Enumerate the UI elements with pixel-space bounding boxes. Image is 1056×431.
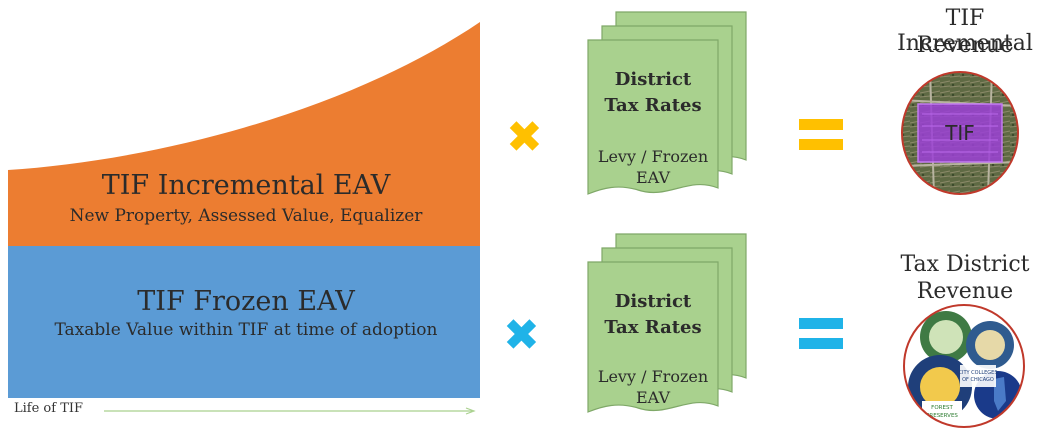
eav-area-diagram xyxy=(8,22,480,415)
doc-title-line2: Tax Rates xyxy=(604,317,702,338)
tax-rate-doc-stack-bottom xyxy=(587,233,747,413)
frozen-eav-subtitle: Taxable Value within TIF at time of adop… xyxy=(54,320,438,340)
multiply-icon: ✖ xyxy=(506,112,543,163)
life-of-tif-label: Life of TIF xyxy=(14,401,84,416)
timeline-arrowhead xyxy=(465,407,476,415)
doc-title-line1: District xyxy=(614,69,692,90)
doc-body-line2: EAV xyxy=(636,168,670,187)
doc-title-line2: Tax Rates xyxy=(604,95,702,116)
equals-icon xyxy=(799,119,843,150)
frozen-eav-title: TIF Frozen EAV xyxy=(137,286,355,317)
multiply-icon: ✖ xyxy=(503,310,540,361)
tif-revenue-label-line2: Revenue xyxy=(916,33,1014,58)
doc-title-line1: District xyxy=(614,291,692,312)
doc-body-line1: Levy / Frozen xyxy=(597,367,709,386)
tif-map-label: TIF xyxy=(944,121,975,145)
doc-body-line1: Levy / Frozen xyxy=(597,147,709,166)
district-revenue-label-line1: Tax District xyxy=(900,252,1030,277)
seal-text: PRESERVES xyxy=(926,413,958,419)
incremental-eav-title: TIF Incremental EAV xyxy=(101,170,391,201)
seal-text: FOREST xyxy=(931,405,953,411)
tax-district-seals-image: CITY COLLEGES OF CHICAGO FOREST PRESERVE… xyxy=(903,304,1025,428)
incremental-eav-subtitle: New Property, Assessed Value, Equalizer xyxy=(69,206,423,226)
seal-text: OF CHICAGO xyxy=(962,377,994,383)
incremental-area xyxy=(8,22,480,246)
tif-aerial-map-image: TIF xyxy=(901,71,1019,195)
tif-revenue-label-line1: TIF Incremental xyxy=(897,6,1033,56)
district-revenue-label-line2: Revenue xyxy=(916,279,1014,304)
seal-text: CITY COLLEGES xyxy=(958,370,997,376)
tax-rate-doc-stack-top xyxy=(587,11,747,195)
frozen-area xyxy=(8,246,480,398)
equals-icon xyxy=(799,318,843,349)
doc-body-line2: EAV xyxy=(636,388,670,407)
